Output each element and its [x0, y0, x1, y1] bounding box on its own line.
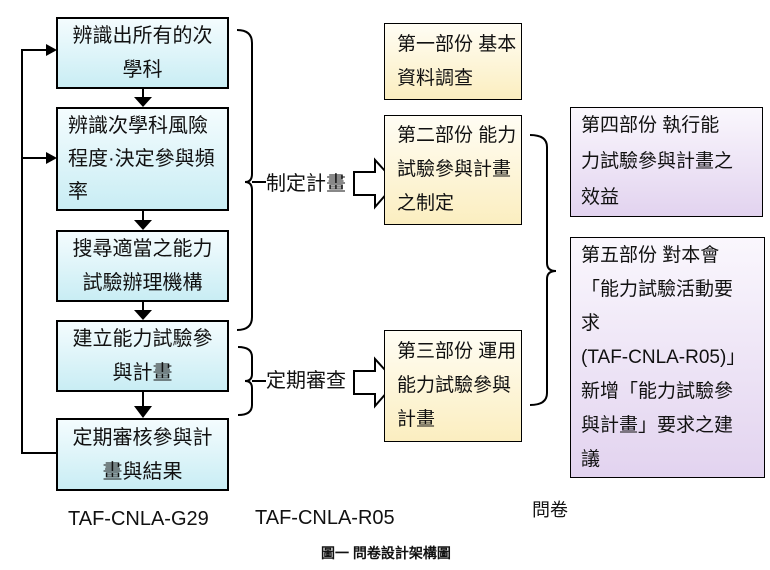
review-brace	[237, 346, 253, 416]
plan-stage-label: 制定計畫	[266, 173, 346, 195]
down-arrowhead-4-icon	[134, 406, 152, 418]
plan-brace	[236, 29, 253, 331]
review-stage-label: 定期審查	[266, 370, 346, 392]
part-box-basic-info: 第一部份 基本 資料調查	[384, 23, 522, 100]
figure-caption: 圖一 問卷設計架構圖	[321, 545, 451, 561]
down-arrowhead-2-icon	[134, 220, 152, 230]
flow-box-identify-subdisciplines: 辨識出所有的次 學科	[56, 17, 229, 89]
flow-box-search-providers: 搜尋適當之能力 試驗辦理機構	[56, 230, 229, 302]
result-box-benefits: 第四部份 執行能 力試驗參與計畫之 效益	[570, 107, 763, 217]
flow-box-risk-frequency: 辨識次學科風險 程度·決定參與頻 率	[56, 107, 229, 211]
flow-box-establish-plan: 建立能力試驗參 與計畫	[56, 320, 229, 392]
down-arrowhead-3-icon	[134, 310, 152, 320]
doc-label-questionnaire: 問卷	[532, 500, 568, 520]
part-box-plan-application: 第三部份 運用 能力試驗參與 計畫	[384, 330, 522, 442]
flow-box-periodic-review: 定期審核參與計 畫與結果	[56, 418, 229, 491]
results-brace	[529, 134, 557, 406]
down-arrowhead-1-icon	[134, 97, 152, 107]
part-box-plan-formulation: 第二部份 能力 試驗參與計畫 之制定	[384, 115, 522, 225]
doc-label-taf-cnla-r05: TAF-CNLA-R05	[255, 507, 395, 529]
result-box-recommendations: 第五部份 對本會 「能力試驗活動要 求 (TAF-CNLA-R05)」 新增「能…	[570, 237, 765, 478]
feedback-loop-connector	[21, 49, 56, 454]
doc-label-taf-cnla-g29: TAF-CNLA-G29	[68, 508, 209, 530]
